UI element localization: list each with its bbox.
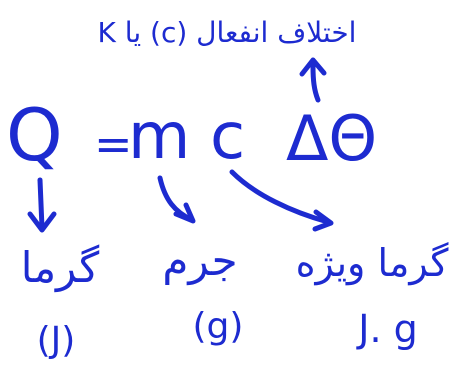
formula: Q = m c ΔΘ xyxy=(6,93,377,177)
label-mass: جرم xyxy=(162,236,237,285)
m-down-arrow xyxy=(157,175,196,224)
label-specific-heat: گرما ویژه xyxy=(296,241,450,286)
formula-equals: = xyxy=(94,117,133,171)
unit-heat: (J) xyxy=(37,320,76,361)
label-heat: گرما xyxy=(21,243,99,292)
delta-theta-up-arrow xyxy=(299,57,327,103)
formula-delta-theta: ΔΘ xyxy=(286,102,377,175)
q-down-arrow xyxy=(27,177,57,233)
formula-m: m xyxy=(128,100,190,174)
unit-mass: (g) xyxy=(193,306,244,347)
top-caption: K يا (c) اختلاف انفعال xyxy=(98,16,357,49)
unit-specific-heat: J. g xyxy=(356,307,418,351)
formula-Q: Q xyxy=(6,93,63,177)
formula-c: c xyxy=(210,100,245,174)
c-down-arrow xyxy=(229,169,334,232)
